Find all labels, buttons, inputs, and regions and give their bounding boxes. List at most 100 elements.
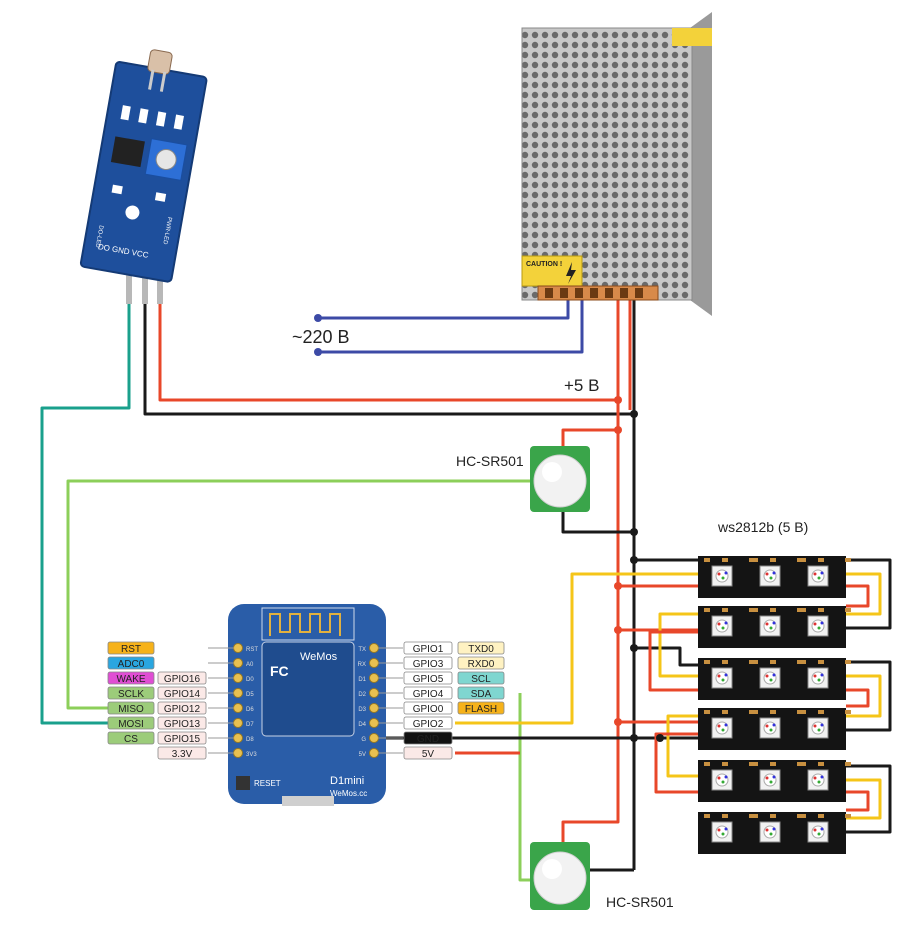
junction-dot	[630, 556, 638, 564]
func-badge-text: ADC0	[118, 659, 145, 670]
left-header-pin	[233, 748, 243, 758]
left-silk-label: D5	[246, 692, 254, 698]
sensor-pin	[142, 270, 148, 304]
gpio-badge: GPIO16	[157, 671, 207, 685]
sensor-led	[154, 192, 167, 202]
board-site: WeMos.cc	[330, 789, 367, 798]
led-gnd-feed-2	[634, 646, 700, 667]
gpio-badge: GPIO12	[157, 701, 207, 715]
func-badge: TXD0	[457, 641, 505, 655]
brand-logo: WeMos	[300, 651, 338, 663]
func-badge-text: FLASH	[465, 704, 497, 715]
pir-dome	[533, 454, 587, 508]
ws2812b-led	[704, 558, 755, 587]
left-silk-label: D7	[246, 722, 254, 728]
junction-dot	[614, 626, 622, 634]
sensor-pin	[126, 270, 132, 304]
junction-dot	[614, 582, 622, 590]
psu-side	[690, 12, 712, 316]
reset-button[interactable]	[236, 776, 250, 790]
pir-bottom-label: HC-SR501	[606, 894, 674, 910]
power-supply: CAUTION !	[521, 12, 712, 316]
func-badge-text: MISO	[118, 704, 144, 715]
right-header-pin	[369, 748, 379, 758]
pir-sensor-bottom	[530, 842, 590, 910]
right-header-pin	[369, 658, 379, 668]
sensor-led-do-label: DO-LED	[94, 225, 104, 249]
led-strip	[698, 606, 851, 648]
left-header-pin	[233, 703, 243, 713]
gpio-badge: GPIO2	[403, 716, 453, 730]
ws2812b-led	[752, 814, 803, 843]
sensor-led-pwr-label: PWR-LED	[161, 216, 172, 245]
strip-link-5y	[846, 778, 882, 820]
left-silk-label: RST	[246, 647, 258, 653]
pir-dome-highlight	[542, 859, 562, 879]
led-strip	[698, 708, 851, 750]
pir-bottom-vcc	[561, 730, 620, 845]
left-header-pin	[233, 643, 243, 653]
sensor-do-wire	[40, 300, 131, 725]
junction-dot	[314, 314, 322, 322]
strip-link-3r	[846, 688, 870, 708]
psu-rating-label	[672, 28, 712, 46]
right-header-pin	[369, 733, 379, 743]
strip-link-2y	[658, 612, 700, 678]
sensor-led	[111, 184, 123, 195]
left-silk-label: D0	[246, 677, 254, 683]
left-header-pin	[233, 673, 243, 683]
func-badge-text: MOSI	[118, 719, 144, 730]
gpio-badge-text: GPIO16	[164, 674, 201, 685]
right-silk-label: 5V	[359, 752, 366, 758]
left-silk-label: D8	[246, 737, 254, 743]
sensor-vcc-wire	[158, 300, 618, 402]
ws2812b-led	[800, 762, 851, 791]
smd-resistor	[138, 108, 149, 124]
gpio-badge-text: GPIO14	[164, 689, 201, 700]
photoresistor	[147, 49, 173, 75]
smd-resistor	[173, 114, 184, 130]
ws2812b-led	[800, 710, 851, 739]
func-badge-text: RXD0	[468, 659, 495, 670]
func-badge: MISO	[107, 701, 155, 715]
fcc-mark: FC	[270, 663, 289, 679]
func-badge: RXD0	[457, 656, 505, 670]
pir-dome-highlight	[542, 462, 562, 482]
strip-link-4y	[666, 714, 700, 778]
mount-hole	[125, 205, 140, 220]
led-strip	[698, 658, 851, 700]
psu-terminals	[545, 288, 643, 298]
func-badge: ADC0	[107, 656, 155, 670]
right-silk-label: G	[361, 737, 366, 743]
gpio-badge: GPIO3	[403, 656, 453, 670]
func-badge: SDA	[457, 686, 505, 700]
strip-link-3y	[846, 674, 882, 718]
gpio-badge: GPIO4	[403, 686, 453, 700]
mains-wire-1	[318, 300, 570, 320]
func-badge-text: SCL	[471, 674, 491, 685]
ws2812b-led	[704, 762, 755, 791]
gpio-badge-text: GND	[417, 734, 439, 745]
junction-dot	[630, 410, 638, 418]
esp-module	[261, 641, 355, 737]
smd-resistor	[155, 111, 167, 127]
right-silk-label: D3	[358, 707, 366, 713]
gpio-badge-text: GPIO4	[413, 689, 444, 700]
gpio-badge: GPIO14	[157, 686, 207, 700]
func-badge: MOSI	[107, 716, 155, 730]
strip-link-1r	[846, 584, 870, 608]
warning-icon	[566, 262, 576, 284]
potentiometer-knob	[155, 149, 177, 171]
gpio-badge-text: GPIO12	[164, 704, 201, 715]
strip-link-5r	[846, 790, 870, 812]
left-header-pin	[233, 658, 243, 668]
ws2812b-led	[704, 710, 755, 739]
junction-dot	[630, 644, 638, 652]
func-badge-text: SCLK	[118, 689, 144, 700]
plus5-label: +5 В	[564, 376, 599, 395]
junction-dot	[314, 348, 322, 356]
strip-link-5	[846, 764, 892, 834]
ws2812b-led	[800, 814, 851, 843]
junction-dot	[614, 718, 622, 726]
